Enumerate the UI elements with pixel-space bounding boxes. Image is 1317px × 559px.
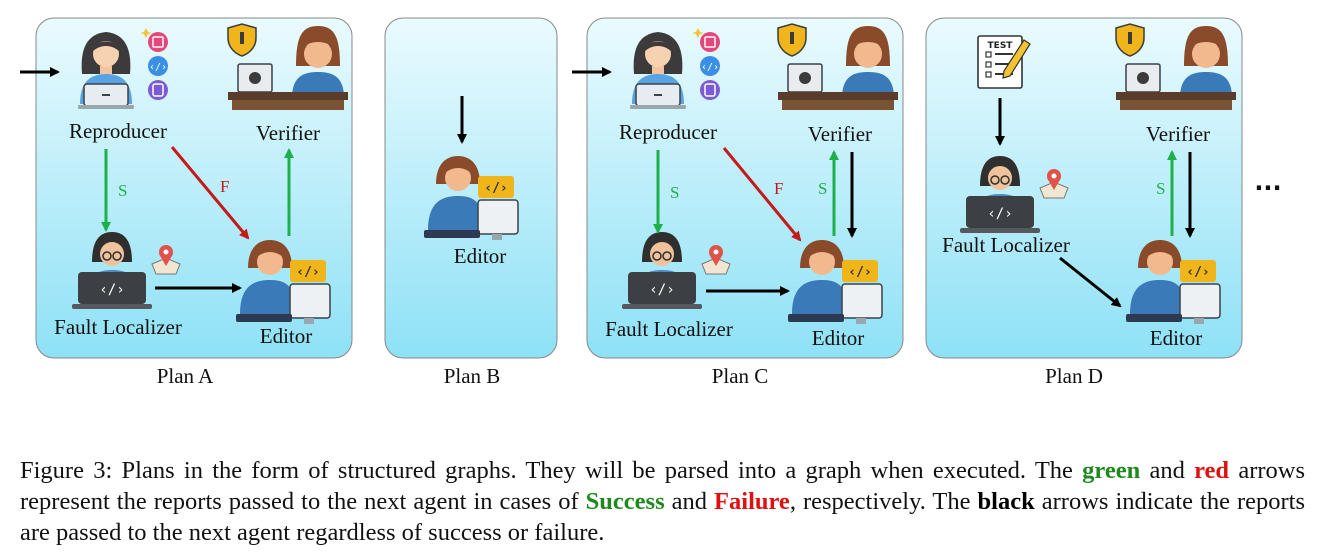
fault-localizer-label: Fault Localizer (54, 315, 182, 339)
editor-label: Editor (454, 244, 507, 268)
plan-d: TEST Fault Localizer Verifier Editor S P… (942, 23, 1237, 388)
verifier-label: Verifier (256, 121, 320, 145)
plans-diagram: ‹/› ‹/› (20, 17, 1282, 388)
caption-green: green (1082, 457, 1141, 484)
caption-success: Success (585, 488, 665, 515)
verifier-label: Verifier (808, 122, 872, 146)
caption-red: red (1194, 457, 1230, 484)
caption-failure: Failure (714, 488, 790, 515)
fault-localizer-label: Fault Localizer (605, 317, 733, 341)
ellipsis: ... (1254, 168, 1281, 196)
reproducer-avatar-icon (629, 27, 721, 110)
plan-label: Plan D (1045, 364, 1103, 388)
caption-and-2: and (664, 488, 715, 515)
failure-edge-label: F (220, 177, 229, 196)
figure-caption: Figure 3: Plans in the form of structure… (20, 455, 1305, 548)
editor-label: Editor (812, 326, 865, 350)
success-edge-label: S (1156, 179, 1165, 198)
plan-label: Plan A (157, 364, 214, 388)
plan-label: Plan C (712, 364, 769, 388)
verifier-label: Verifier (1146, 122, 1210, 146)
plan-a: Reproducer Verifier Fault Localizer Edit… (20, 23, 349, 388)
caption-and-1: and (1140, 457, 1195, 484)
neutral-arrow-to-editor (1059, 256, 1122, 308)
editor-label: Editor (1150, 326, 1203, 350)
plan-label: Plan B (444, 364, 501, 388)
failure-edge-label: F (774, 179, 783, 198)
plan-c: Reproducer Verifier Fault Localizer Edit… (572, 23, 899, 388)
failure-arrow (170, 146, 250, 240)
reproducer-label: Reproducer (69, 119, 167, 143)
failure-arrow (722, 147, 802, 242)
editor-label: Editor (260, 324, 313, 348)
success-edge-label: S (818, 179, 827, 198)
fault-localizer-label: Fault Localizer (942, 233, 1070, 257)
caption-suffix: arrows indicate the reports are passed t… (20, 488, 1305, 546)
caption-black: black (977, 488, 1035, 515)
reproducer-label: Reproducer (619, 120, 717, 144)
test-document-title: TEST (988, 41, 1014, 51)
caption-after: , respectively. The (789, 488, 978, 515)
caption-prefix: Figure 3: Plans in the form of structure… (20, 457, 1083, 484)
success-edge-label: S (670, 183, 679, 202)
reproducer-avatar-icon (77, 27, 169, 110)
plan-b: Editor Plan B (423, 96, 519, 388)
caption-mid: arrows represent the reports passed to t… (20, 457, 1305, 515)
success-edge-label: S (118, 181, 127, 200)
